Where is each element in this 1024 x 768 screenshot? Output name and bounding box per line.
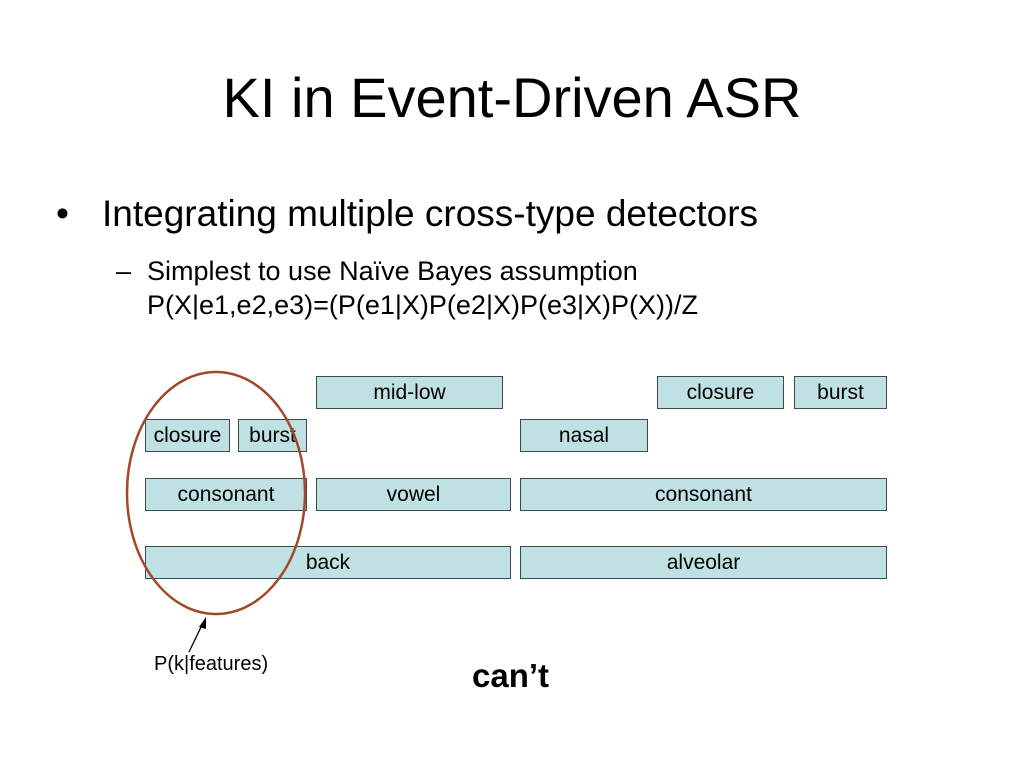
box-nasal: nasal [520, 419, 648, 452]
box-vowel: vowel [316, 478, 511, 511]
box-alveolar: alveolar [520, 546, 887, 579]
box-back: back [145, 546, 511, 579]
box-closure-left: closure [145, 419, 230, 452]
box-burst-left: burst [238, 419, 307, 452]
bullet-marker: • [56, 193, 69, 234]
box-burst-right: burst [794, 376, 887, 409]
box-consonant-left: consonant [145, 478, 307, 511]
sub-bullet-formula: P(X|e1,e2,e3)=(P(e1|X)P(e2|X)P(e3|X)P(X)… [147, 290, 698, 320]
box-closure-right: closure [657, 376, 784, 409]
annotation-label: P(k|features) [154, 653, 269, 675]
bullet-text: Integrating multiple cross-type detector… [102, 193, 759, 234]
sub-bullet-line-1: Simplest to use Naïve Bayes assumption [147, 256, 638, 286]
arrow-head [199, 617, 206, 629]
box-consonant-right: consonant [520, 478, 887, 511]
annotation-arrow [188, 622, 204, 653]
sub-bullet-marker: – [116, 256, 132, 286]
slide-title: KI in Event-Driven ASR [222, 66, 802, 129]
recognized-word: can’t [472, 657, 550, 694]
box-mid-low: mid-low [316, 376, 503, 409]
highlight-ellipse [125, 370, 307, 616]
